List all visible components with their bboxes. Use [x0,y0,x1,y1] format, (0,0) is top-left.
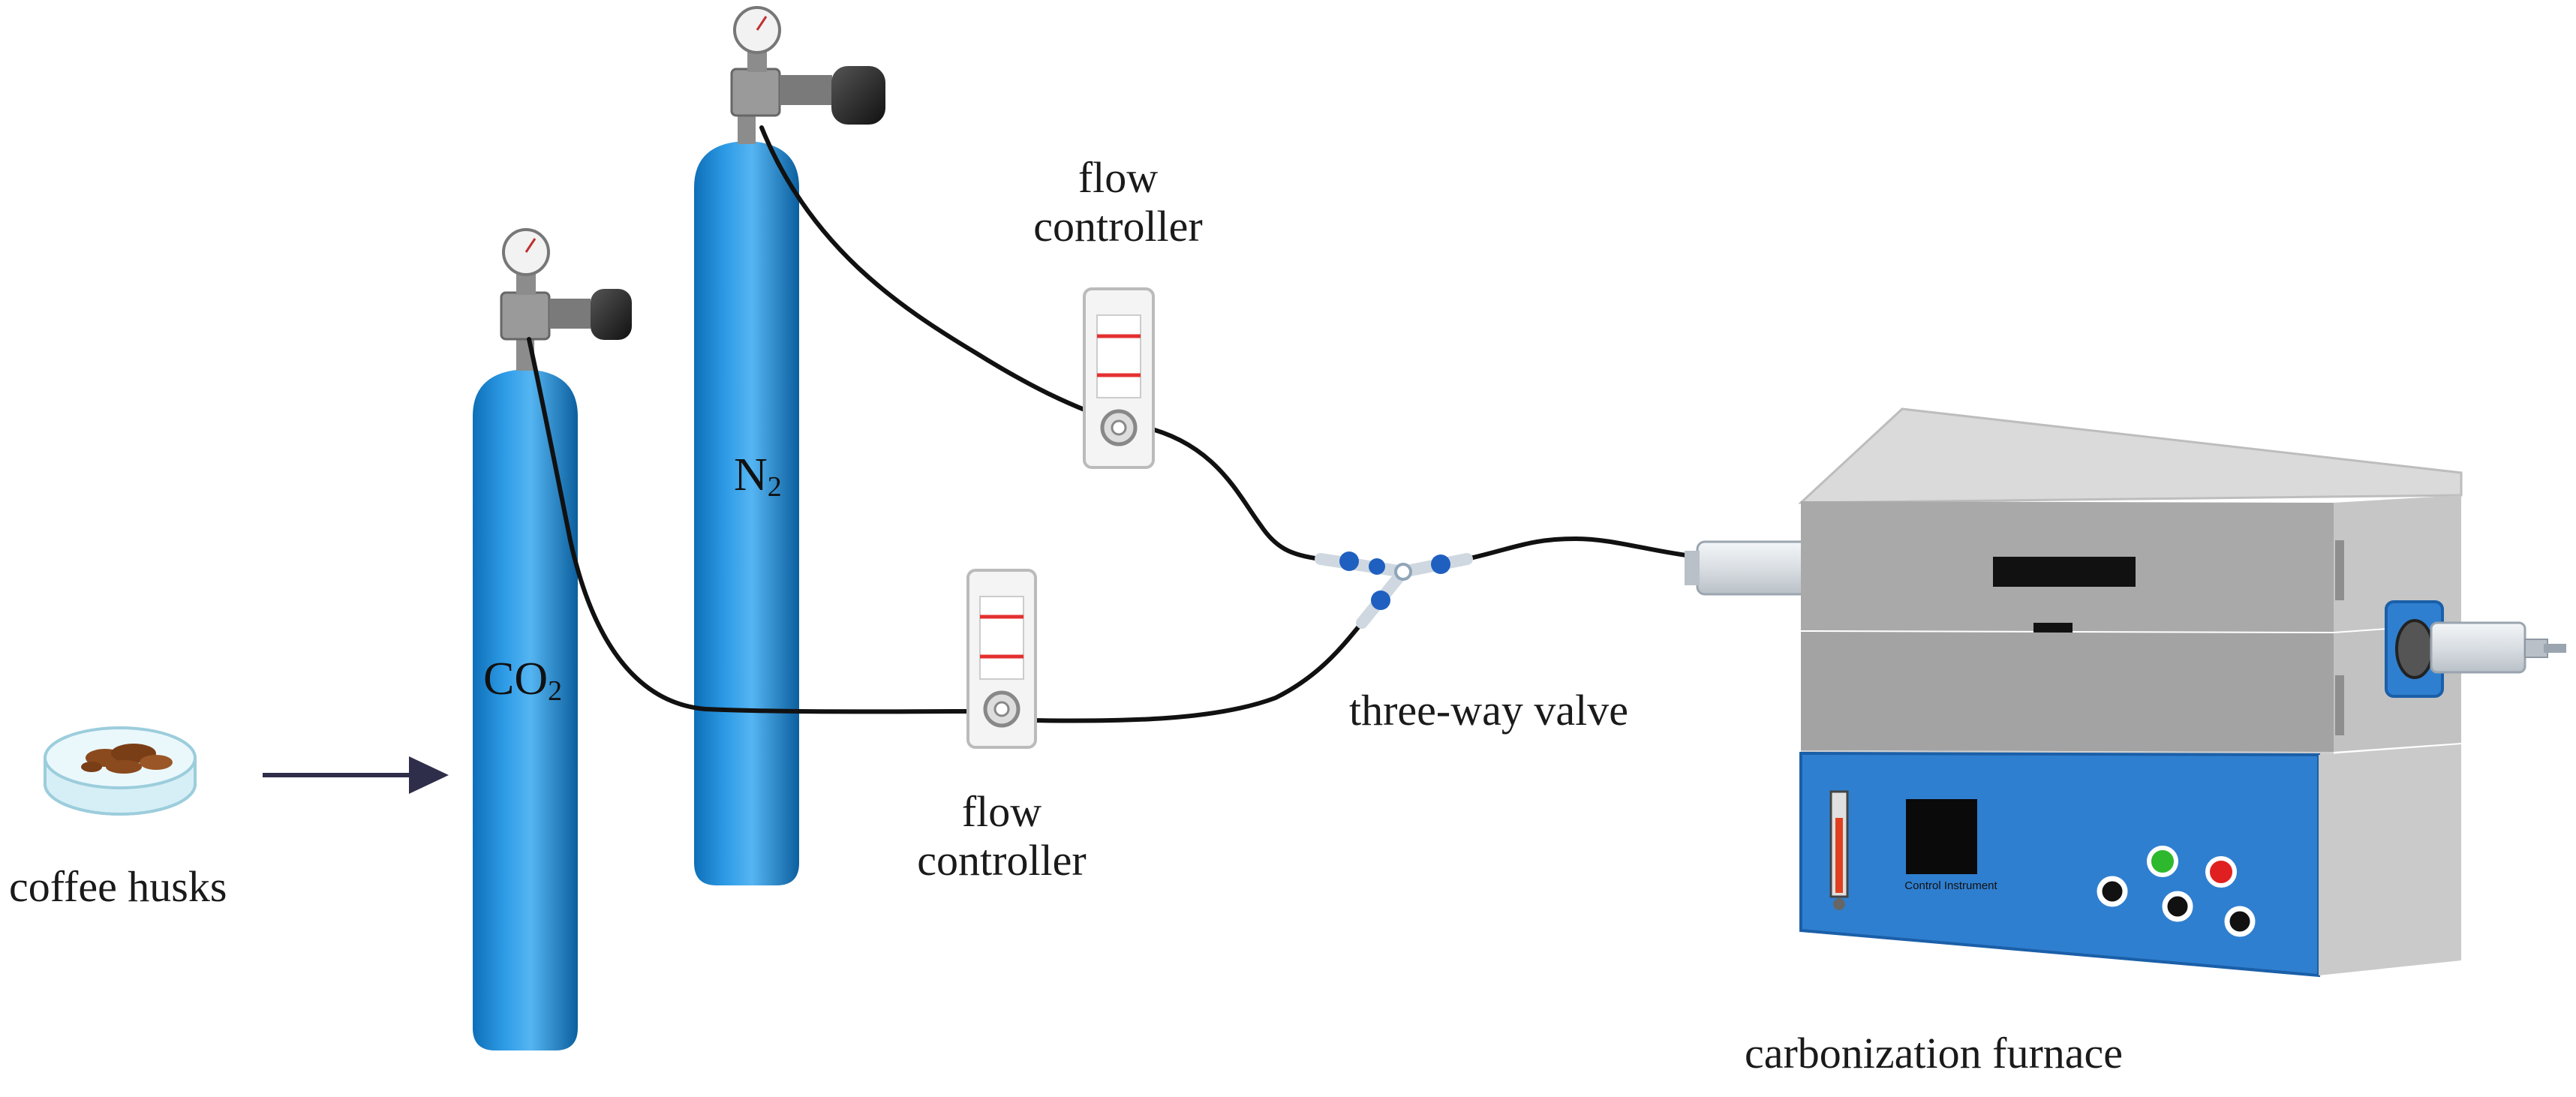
carbonization-furnace-label: carbonization furnace [1745,1029,2123,1077]
coffee-husks-label: coffee husks [9,862,227,911]
flow-controller-top [1083,287,1155,469]
coffee-husks-pile [81,744,173,774]
feed-arrow [263,756,449,794]
co2-cylinder [473,228,632,1050]
flow-controller-bottom-line1: flow [961,787,1042,836]
n2-cylinder [694,6,885,885]
n2-sub: 2 [767,471,782,503]
n2-main: N [734,449,768,500]
co2-sub: 2 [548,675,563,707]
flow-controller-top-label: flow controller [1033,153,1203,251]
carbonization-furnace [1685,407,2566,978]
gas-tubing [527,125,1700,723]
flow-controller-top-line1: flow [1078,153,1159,202]
flow-controller-top-line2: controller [1033,201,1203,251]
three-way-valve [1315,552,1473,629]
co2-cylinder-label: CO2 [483,653,562,708]
co2-regulator [500,228,632,341]
flow-controller-bottom-label: flow controller [917,787,1087,885]
co2-main: CO [483,654,549,705]
petri-dish [44,726,197,816]
furnace-panel-text: Control Instrument [1904,879,1997,892]
flow-controller-bottom [966,569,1037,749]
three-way-valve-label: three-way valve [1349,686,1628,735]
n2-cylinder-label: N2 [734,449,782,503]
flow-controller-bottom-line2: controller [917,835,1087,885]
n2-regulator [730,6,885,125]
